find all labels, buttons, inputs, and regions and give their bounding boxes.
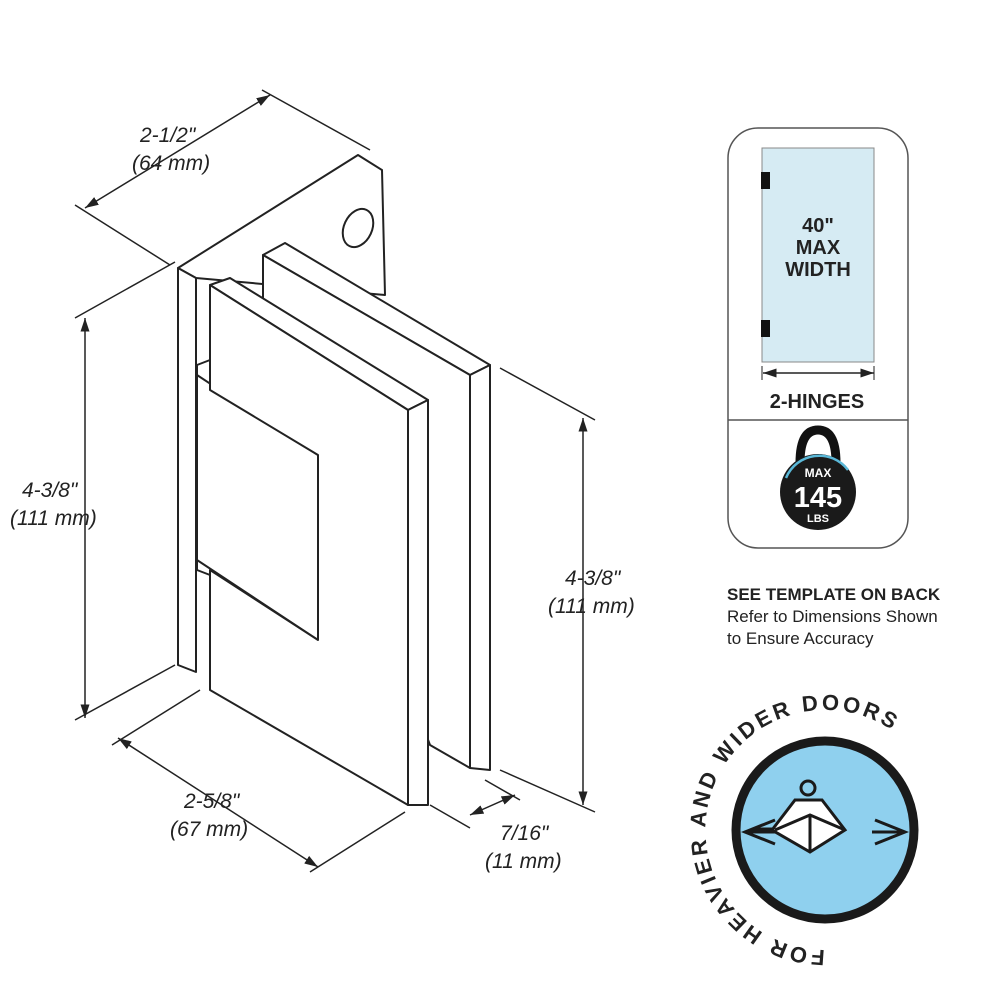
template-note: SEE TEMPLATE ON BACK Refer to Dimensions… [727, 584, 940, 650]
left-height-imperial: 4-3/8" [22, 479, 79, 502]
weight-value: 145 [794, 482, 842, 514]
dimension-lines [74, 89, 596, 873]
weight-icon: MAX 145 LBS [780, 425, 856, 530]
spec-card: 40" MAX WIDTH 2-HINGES MAX 145 LBS [727, 127, 909, 549]
weight-arrows-icon [740, 779, 910, 854]
bottom-width-imperial: 2-5/8" [183, 790, 241, 813]
hinge-marker-icon [761, 172, 770, 189]
glass-door-icon [761, 147, 875, 363]
right-height-metric: (111 mm) [548, 595, 635, 618]
note-line-2: to Ensure Accuracy [727, 629, 874, 648]
bottom-width-metric: (67 mm) [170, 818, 248, 841]
left-height-metric: (111 mm) [10, 507, 97, 530]
note-heading: SEE TEMPLATE ON BACK [727, 585, 941, 604]
max-width-label-2: WIDTH [785, 259, 851, 281]
mounting-hole [341, 207, 375, 249]
weight-unit: LBS [807, 513, 829, 525]
weight-max-label: MAX [805, 466, 832, 480]
note-line-1: Refer to Dimensions Shown [727, 607, 938, 626]
hinge-count: 2-HINGES [770, 391, 864, 413]
hinge-marker-icon [761, 320, 770, 337]
heavier-wider-badge: FOR HEAVIER AND WIDER DOORS [685, 690, 919, 970]
right-height-imperial: 4-3/8" [565, 567, 622, 590]
top-width-imperial: 2-1/2" [139, 124, 197, 147]
hinge-illustration [177, 154, 491, 806]
max-width-label: MAX [796, 237, 841, 259]
thickness-metric: (11 mm) [485, 850, 562, 873]
top-width-metric: (64 mm) [132, 152, 210, 175]
thickness-imperial: 7/16" [500, 822, 550, 845]
max-width-value: 40" [802, 215, 834, 237]
